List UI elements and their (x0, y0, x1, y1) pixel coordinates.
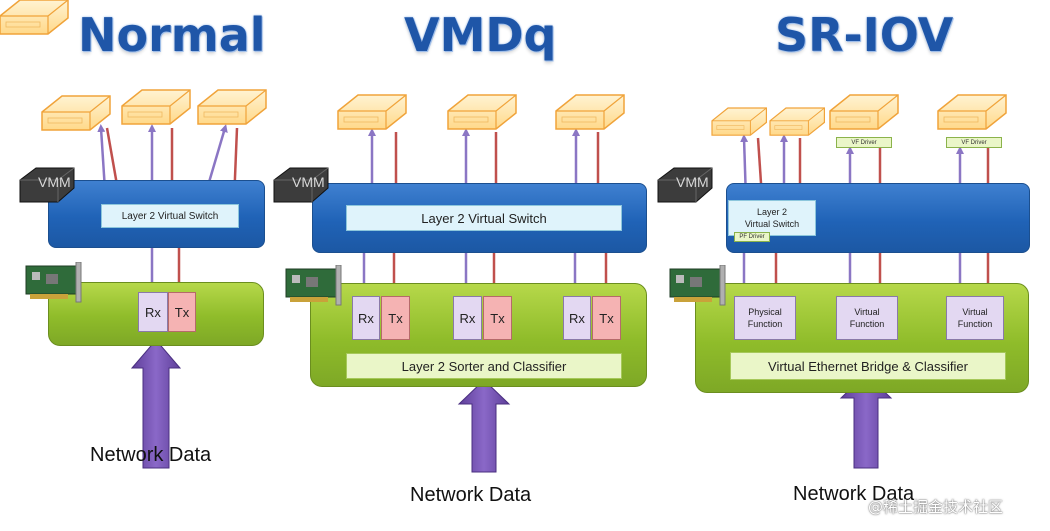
rx-queue-normal: Rx (138, 292, 168, 332)
tx-queue-normal: Tx (168, 292, 196, 332)
virtual-function: Virtual Function (946, 296, 1004, 340)
title-normal: Normal (78, 8, 266, 62)
virtual-function: Virtual Function (836, 296, 898, 340)
switch-sriov-line2: Virtual Switch (744, 219, 800, 229)
layer2-virtual-switch-sriov: Layer 2 Virtual Switch (728, 200, 816, 236)
virtual-function-line2: Function (849, 319, 885, 329)
vmm-server-icon: VMM (656, 166, 714, 204)
layer2-sorter-classifier: Layer 2 Sorter and Classifier (346, 353, 622, 379)
rx-queue: Rx (352, 296, 380, 340)
watermark: @稀土掘金技术社区 (868, 498, 1004, 516)
layer2-virtual-switch-normal: Layer 2 Virtual Switch (101, 204, 239, 228)
tx-queue: Tx (381, 296, 410, 340)
network-data-label-sriov: Network Data (793, 483, 915, 505)
nic-card-icon (669, 265, 726, 306)
nic-card-icon (25, 262, 82, 303)
vmm-server-icon: VMM (18, 166, 76, 204)
physical-function: Physical Function (734, 296, 796, 340)
vmm-bar-sriov (726, 183, 1030, 253)
tx-queue: Tx (592, 296, 621, 340)
pf-driver-tag: PF Driver (734, 232, 770, 242)
network-data-label-vmdq: Network Data (410, 484, 532, 506)
rx-queue: Rx (563, 296, 591, 340)
physical-function-line1: Physical (748, 307, 782, 317)
virtual-function-line2: Function (957, 319, 993, 329)
vmm-server-icon: VMM (272, 166, 330, 204)
physical-function-line2: Function (747, 319, 783, 329)
virtual-function-line1: Virtual (962, 307, 988, 317)
vmm-label-sriov: VMM (676, 174, 709, 190)
network-data-arrow-vmdq (457, 379, 511, 473)
vmm-label-normal: VMM (38, 174, 71, 190)
nic-card-icon (285, 265, 342, 306)
switch-sriov-line1: Layer 2 (756, 207, 788, 217)
vmm-label-vmdq: VMM (292, 174, 325, 190)
vf-driver-tag: VF Driver (946, 137, 1002, 148)
tx-queue: Tx (483, 296, 512, 340)
layer2-virtual-switch-vmdq: Layer 2 Virtual Switch (346, 205, 622, 231)
virtual-function-line1: Virtual (854, 307, 880, 317)
rx-queue: Rx (453, 296, 482, 340)
vf-driver-tag: VF Driver (836, 137, 892, 148)
virtual-ethernet-bridge-classifier: Virtual Ethernet Bridge & Classifier (730, 352, 1006, 380)
title-sriov: SR-IOV (775, 8, 954, 62)
network-data-label-normal: Network Data (90, 444, 212, 466)
title-vmdq: VMDq (404, 8, 557, 62)
network-data-arrow-normal (130, 339, 182, 469)
